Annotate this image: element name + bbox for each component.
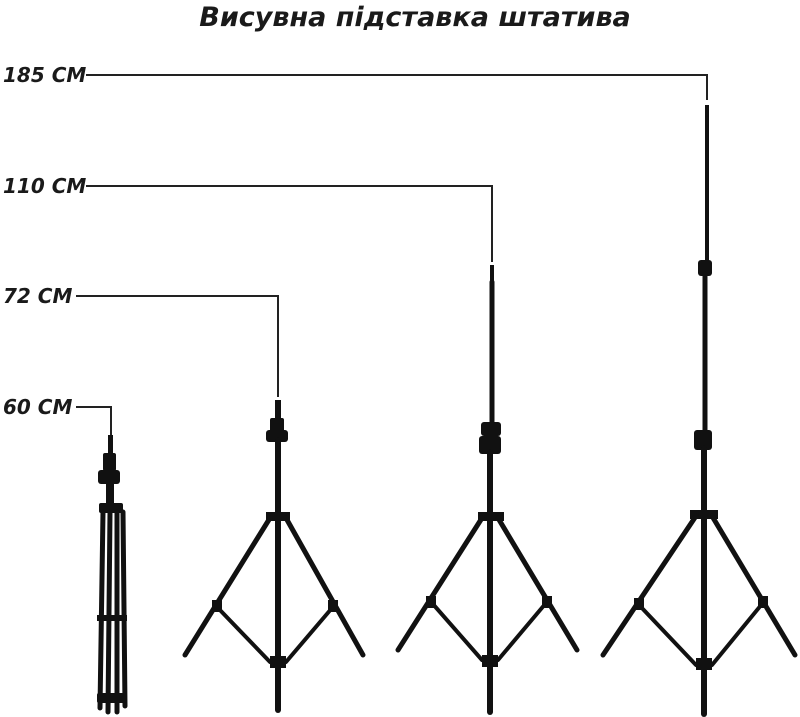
leader-line-185 (86, 74, 708, 100)
height-label-110: 110 CM (3, 174, 87, 198)
height-label-60: 60 CM (3, 395, 73, 419)
leader-line-110 (86, 185, 493, 262)
tripod-folded-60 (97, 435, 128, 715)
leader-line-60 (76, 406, 112, 435)
tripod-185 (600, 105, 798, 717)
leader-line-72 (76, 295, 279, 397)
tripod-72 (182, 400, 366, 713)
height-label-72: 72 CM (3, 284, 73, 308)
tripod-110 (395, 265, 580, 715)
diagram-title: Висувна підставка штатива (199, 2, 631, 33)
height-label-185: 185 CM (3, 63, 87, 87)
